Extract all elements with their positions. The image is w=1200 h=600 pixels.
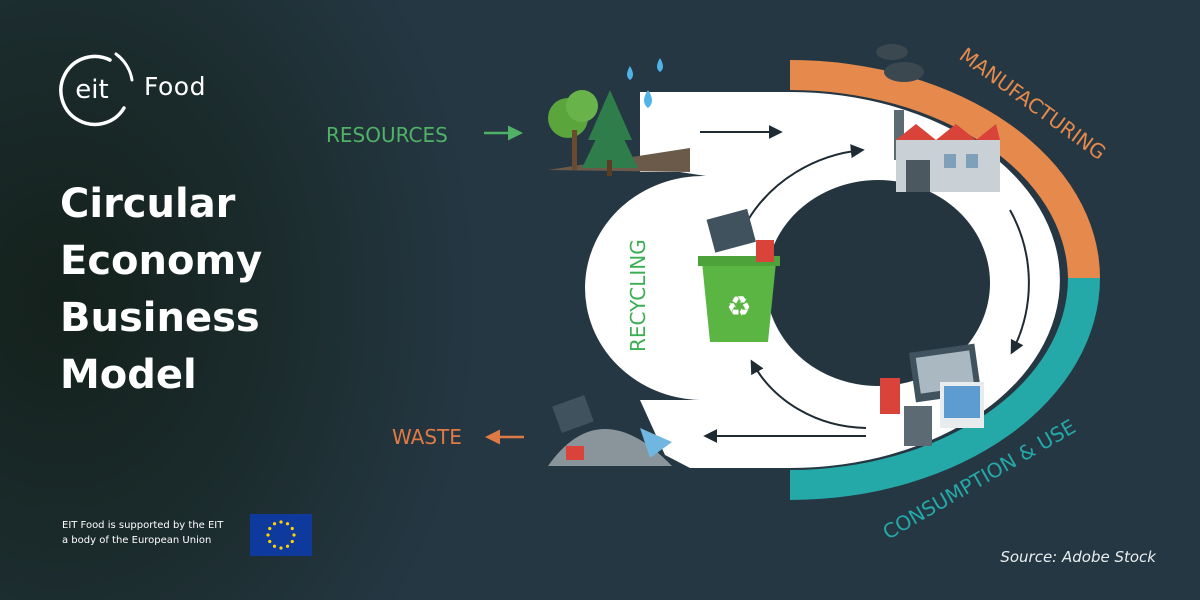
devices-icon (880, 343, 984, 446)
waste-label: WASTE (392, 425, 462, 449)
recycling-label: RECYCLING (626, 239, 650, 352)
eu-flag-icon (250, 514, 312, 556)
flow-arrow-left (750, 359, 867, 429)
manufacturing-band (790, 60, 1100, 278)
eu-star-icon (268, 526, 272, 531)
eu-star-icon (285, 544, 290, 548)
logo-food-text: Food (144, 72, 206, 101)
headline-line: Business (60, 295, 260, 341)
eu-star-icon (290, 539, 294, 544)
eu-star-icon (268, 539, 272, 544)
support-line-1: EIT Food is supported by the EIT (62, 520, 224, 531)
source-caption: Source: Adobe Stock (1000, 548, 1156, 566)
factory-icon (876, 44, 1000, 192)
support-line-2: a body of the European Union (62, 535, 212, 546)
resources-trees-icon (548, 90, 690, 176)
eu-star-icon (279, 520, 283, 524)
support-text: EIT Food is supported by the EIT a body … (62, 518, 223, 548)
eu-star-icon (285, 522, 290, 526)
eu-star-icon (272, 544, 277, 548)
eu-star-icon (292, 533, 296, 537)
consumption-band (790, 278, 1100, 500)
headline-line: Circular (60, 181, 236, 227)
eu-star-icon (272, 522, 277, 526)
logo-eit-text: eit (75, 75, 108, 105)
headline: Circular Economy Business Model (60, 176, 350, 404)
resources-label: RESOURCES (326, 123, 448, 147)
eu-star-icon (279, 546, 283, 550)
waste-pile-icon (548, 395, 672, 466)
flow-arrow-up (747, 144, 865, 221)
eit-food-logo: eit (59, 52, 134, 127)
flow-arrow-right (1009, 209, 1030, 355)
recycling-bin-icon: ♻ (698, 208, 780, 342)
logo-ring-icon (59, 52, 134, 127)
headline-line: Economy (60, 238, 263, 284)
water-drops-icon (627, 58, 663, 108)
eu-star-icon (266, 533, 270, 537)
headline-line: Model (60, 352, 197, 398)
eu-star-icon (290, 526, 294, 531)
svg-text:♻: ♻ (726, 290, 751, 323)
center-hole (766, 180, 990, 386)
